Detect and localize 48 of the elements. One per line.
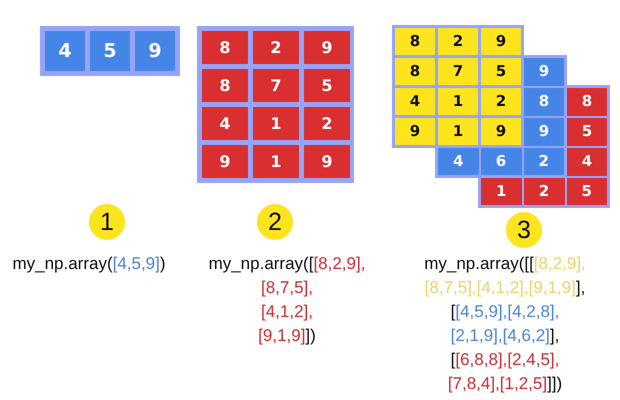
value-cell: 9 [481, 28, 521, 55]
value-cell: 5 [566, 176, 610, 208]
value-cell: 8 [202, 31, 248, 64]
value-cell: 5 [90, 31, 130, 71]
value-cell: 7 [253, 69, 299, 102]
value-cell: 9 [524, 55, 567, 86]
value-cell: 8 [395, 28, 435, 55]
value-cell: 2 [304, 107, 350, 140]
value-cell: 5 [481, 58, 521, 85]
value-cell: 5 [304, 69, 350, 102]
value-cell: 2 [522, 146, 567, 178]
value-cell: 6 [480, 148, 522, 178]
value-cell: 9 [481, 118, 521, 145]
value-cell: 8 [524, 86, 567, 116]
value-cell: 2 [481, 88, 521, 115]
value-cell: 4 [395, 88, 435, 115]
value-cell: 1 [253, 145, 299, 178]
array-frame [392, 25, 524, 148]
value-cell: 5 [567, 116, 610, 146]
value-cell: 1 [438, 88, 478, 115]
value-cell: 8 [395, 58, 435, 85]
value-cell: 9 [202, 145, 248, 178]
value-cell: 4 [45, 31, 85, 71]
value-cell: 4 [202, 107, 248, 140]
code-text: my_np.array([4,5,9]) [12, 253, 166, 275]
value-cell: 9 [395, 118, 435, 145]
step-number-badge: 2 [257, 204, 293, 240]
value-cell: 9 [304, 31, 350, 64]
array-frame [197, 26, 354, 183]
value-cell: 9 [135, 31, 175, 71]
array-frame [40, 26, 180, 76]
value-cell: 1 [253, 107, 299, 140]
value-cell: 9 [304, 145, 350, 178]
value-cell: 4 [435, 148, 480, 178]
value-cell: 7 [438, 58, 478, 85]
step-number-badge: 1 [89, 204, 125, 240]
value-cell: 2 [253, 31, 299, 64]
value-cell: 2 [522, 178, 566, 208]
value-cell: 4 [567, 146, 610, 176]
value-cell: 1 [478, 178, 522, 208]
code-text: my_np.array([[8,2,9], [8,7,5], [4,1,2], [9,1,9]]) [208, 253, 366, 347]
value-cell: 8 [202, 69, 248, 102]
code-text: my_np.array([[[8,2,9], [8,7,5],[4,1,2],[9,1,9]], [[4,5,9],[4,2,8], [2,1,9],[4,6,2]], [[6,8,8],[2,4,5], [7,8,4],[1,2,5]]]) [424, 253, 586, 395]
value-cell: 9 [524, 116, 567, 146]
step-number-badge: 3 [506, 212, 542, 248]
value-cell: 1 [438, 118, 478, 145]
value-cell: 2 [438, 28, 478, 55]
value-cell: 8 [567, 85, 610, 116]
